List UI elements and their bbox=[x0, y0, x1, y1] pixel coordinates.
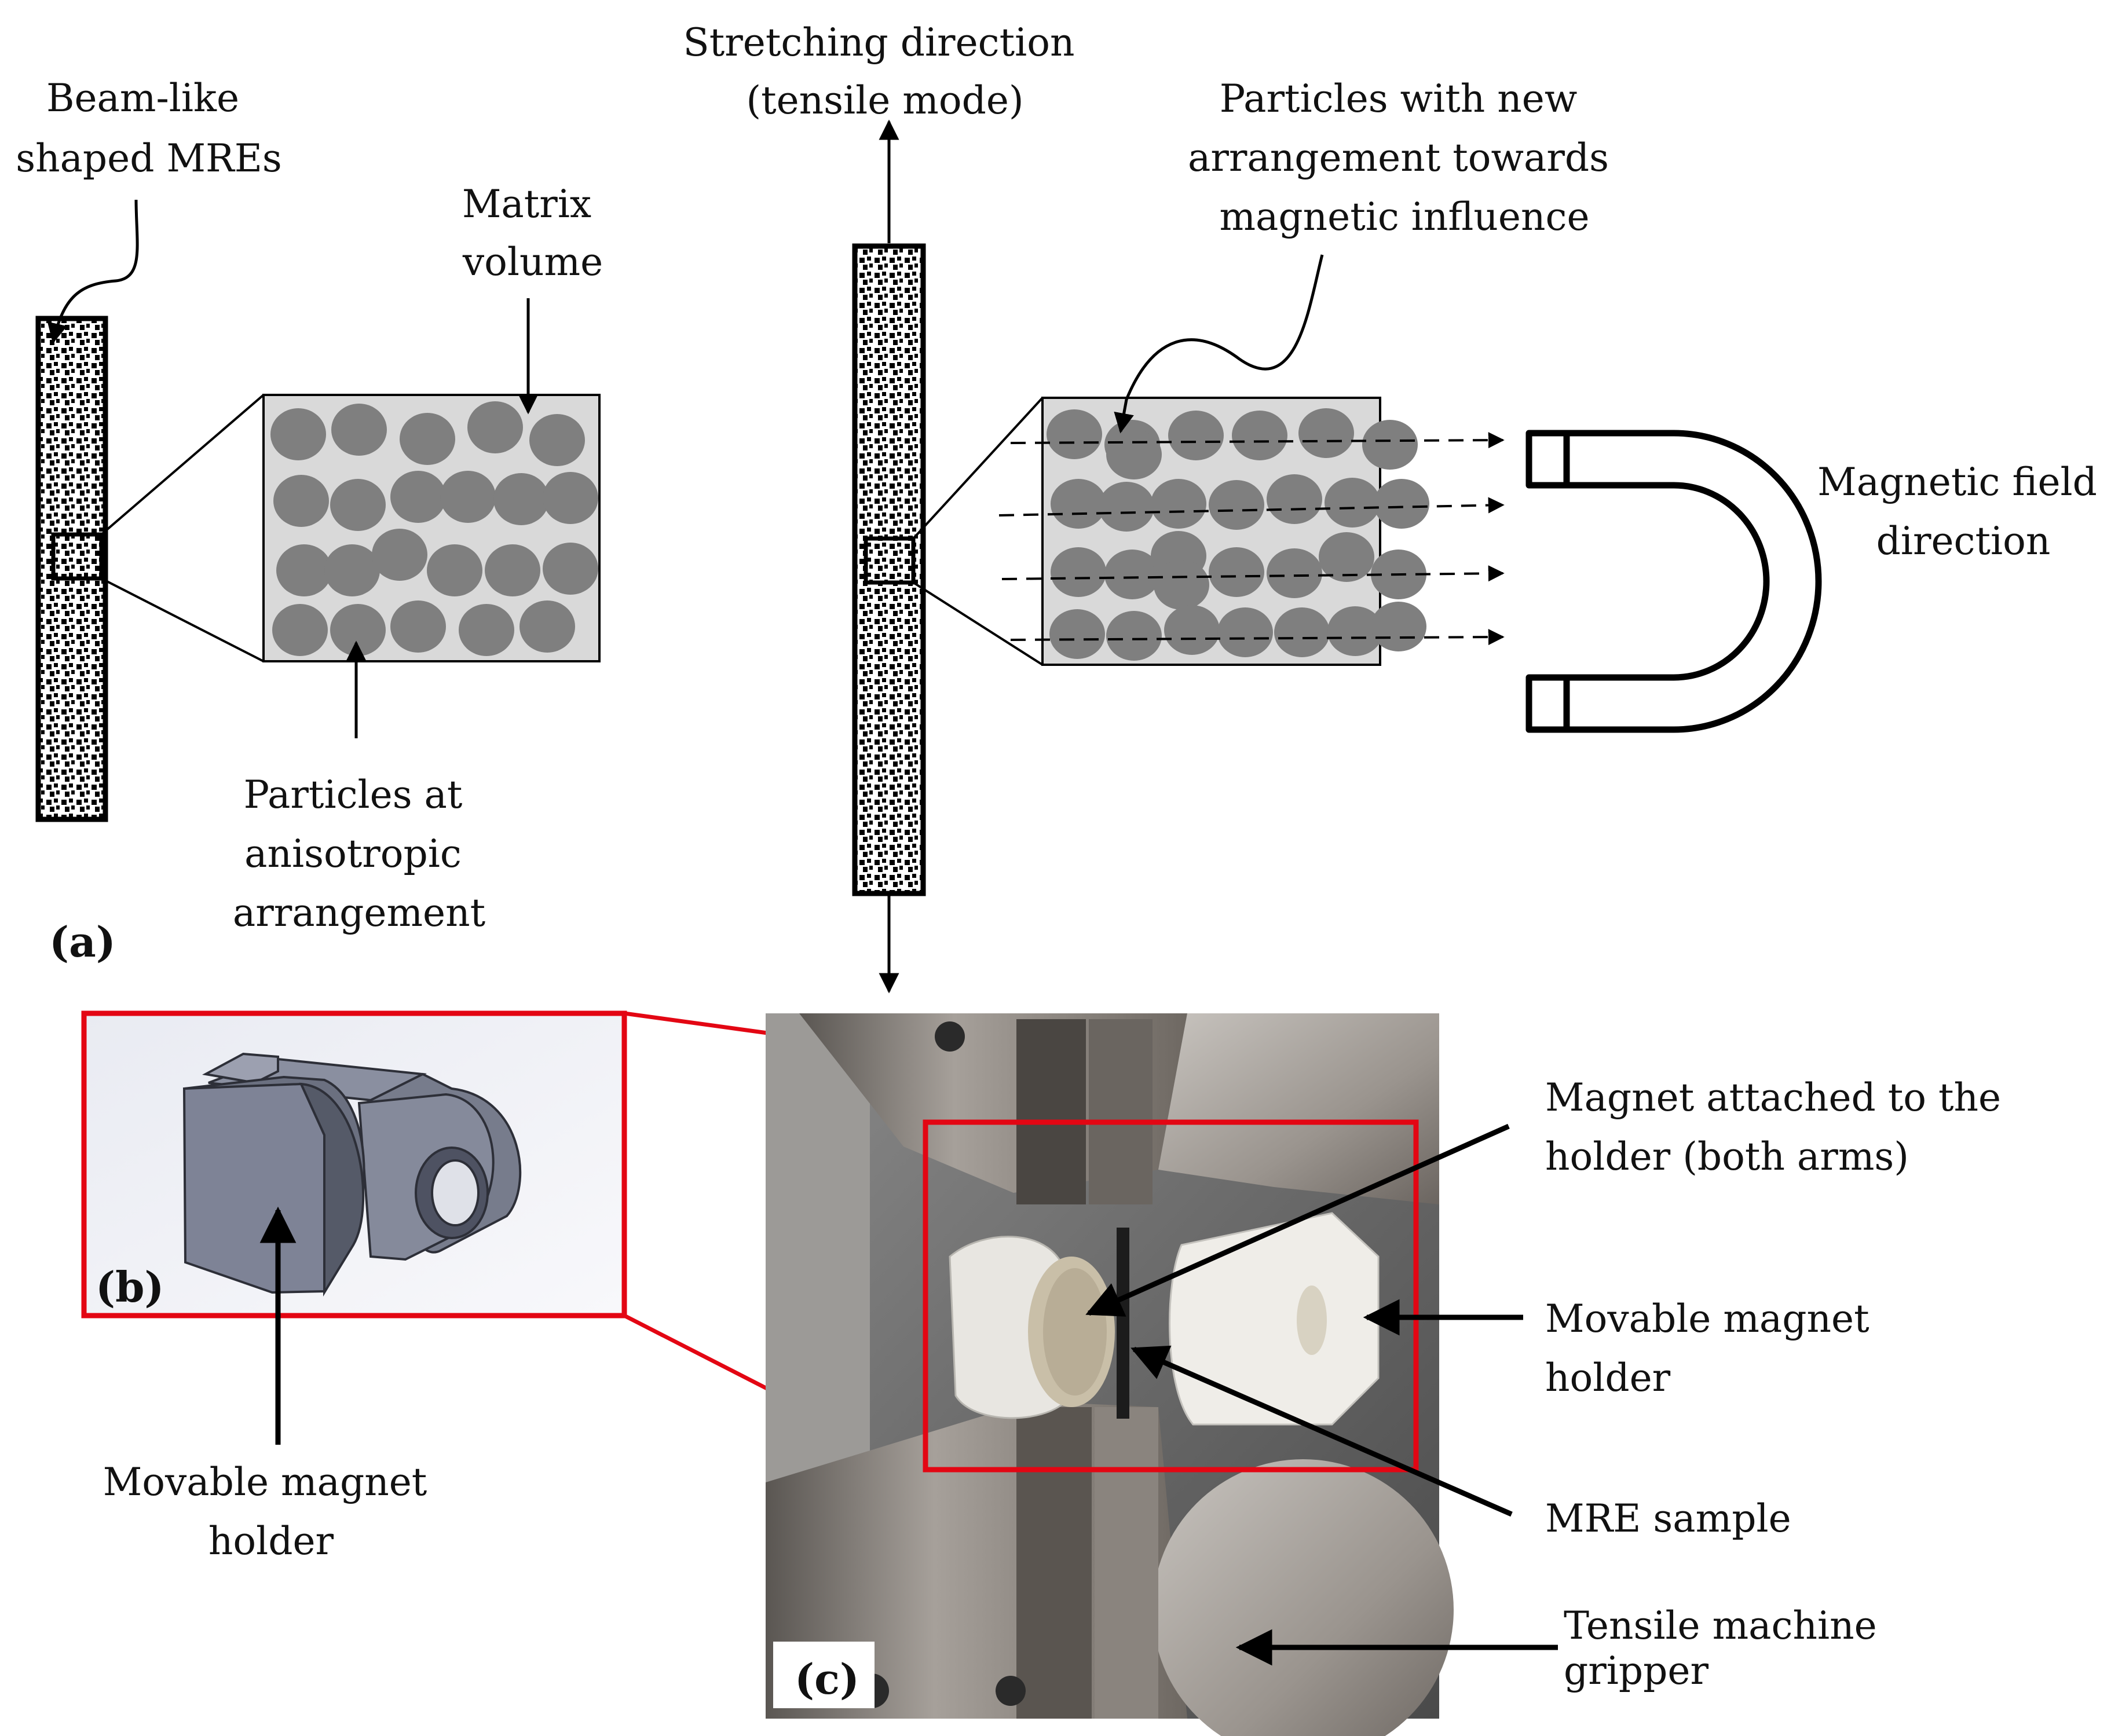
zoom-marker-left bbox=[51, 532, 104, 581]
particle bbox=[529, 414, 585, 466]
beam-label: Beam-like shaped MREs bbox=[16, 76, 282, 181]
particle bbox=[1319, 532, 1374, 582]
tensile-test-photo bbox=[766, 1013, 1454, 1736]
particle bbox=[1274, 607, 1330, 657]
particles-anisotropic bbox=[270, 401, 598, 656]
particle bbox=[273, 475, 329, 527]
panel-b: (b) Movable magnet holder bbox=[81, 1010, 1417, 1563]
movable-magnet-holder-cad bbox=[182, 1052, 522, 1297]
particle bbox=[1232, 411, 1287, 460]
field-arrow bbox=[1001, 565, 1505, 582]
particle bbox=[1151, 479, 1206, 529]
particle bbox=[272, 604, 328, 656]
particle bbox=[1362, 420, 1418, 470]
particle bbox=[1047, 409, 1102, 459]
particle bbox=[324, 544, 380, 596]
particle bbox=[543, 543, 598, 595]
zoom-region-box bbox=[923, 1119, 1419, 1473]
magnet-attached-label: Magnet attached to the holder (both arms… bbox=[1545, 1075, 2013, 1179]
panel-b-tag: (b) bbox=[96, 1262, 164, 1312]
stretching-direction-label: Stretching direction (tensile mode) bbox=[683, 20, 1087, 123]
particle bbox=[440, 471, 496, 523]
particle bbox=[1327, 606, 1383, 656]
particle bbox=[519, 600, 575, 653]
panel-c: (c) Magnet attached to the holder (both … bbox=[766, 1013, 2013, 1736]
mre-beam-left bbox=[35, 316, 108, 822]
gripper-label: Tensile machine gripper bbox=[1564, 1603, 1889, 1693]
field-arrow bbox=[1010, 432, 1505, 449]
panel-a-right: Stretching direction (tensile mode) Magn… bbox=[683, 20, 2109, 994]
particle bbox=[1049, 609, 1105, 659]
particle bbox=[1154, 560, 1209, 610]
particles-label: Particles at anisotropic arrangement bbox=[233, 772, 485, 935]
field-arrow bbox=[1010, 629, 1505, 646]
particle bbox=[427, 544, 482, 596]
zoom-line bbox=[912, 581, 1044, 666]
particle bbox=[1164, 605, 1220, 655]
particle bbox=[1325, 478, 1380, 528]
new-arrangement-arrow bbox=[1114, 254, 1324, 434]
particle bbox=[543, 472, 598, 524]
particle bbox=[1051, 479, 1106, 529]
panel-c-tag: (c) bbox=[795, 1654, 859, 1704]
particle bbox=[1106, 430, 1162, 479]
particle bbox=[485, 544, 540, 596]
particle bbox=[1209, 480, 1264, 530]
holder-label-c: Movable magnet holder bbox=[1545, 1296, 1882, 1400]
panel-a-left: Beam-like shaped MREs Matrix volume Part… bbox=[16, 76, 603, 966]
panel-a-tag: (a) bbox=[49, 917, 116, 966]
mre-sample-label: MRE sample bbox=[1545, 1496, 1791, 1541]
particle bbox=[276, 544, 332, 596]
field-arrow bbox=[998, 497, 1505, 517]
particle bbox=[1374, 479, 1429, 529]
particle bbox=[400, 413, 455, 465]
particles-aligned-chains bbox=[1047, 408, 1429, 661]
horseshoe-magnet-icon bbox=[1525, 430, 1822, 733]
particle bbox=[493, 473, 549, 525]
new-arrangement-label: Particles with new arrangement towards m… bbox=[1188, 76, 1621, 239]
beam-pointer-arrow bbox=[47, 199, 139, 344]
magnetic-field-label: Magnetic field direction bbox=[1817, 460, 2109, 563]
particle bbox=[1104, 550, 1160, 599]
particle bbox=[372, 529, 427, 581]
particle bbox=[330, 604, 386, 656]
particle bbox=[390, 471, 446, 523]
particle bbox=[330, 479, 386, 531]
particle bbox=[1298, 408, 1354, 458]
particle bbox=[1099, 482, 1154, 532]
particle bbox=[467, 401, 523, 453]
holder-label-b: Movable magnet holder bbox=[103, 1460, 440, 1563]
particle bbox=[459, 604, 514, 656]
particle bbox=[1267, 474, 1322, 524]
particle bbox=[1051, 547, 1106, 597]
particle bbox=[1267, 548, 1322, 598]
particle bbox=[1106, 611, 1162, 661]
zoom-marker-right bbox=[864, 536, 916, 585]
zoom-line bbox=[100, 394, 265, 536]
particle bbox=[1217, 607, 1273, 657]
zoom-line bbox=[101, 577, 264, 662]
zoom-line bbox=[912, 397, 1044, 540]
particle bbox=[331, 404, 387, 456]
particle bbox=[1168, 411, 1224, 460]
particle bbox=[1209, 547, 1264, 597]
matrix-volume-label: Matrix volume bbox=[462, 182, 603, 284]
magnet-pointer-arrow bbox=[1085, 1123, 1510, 1317]
particle bbox=[1371, 602, 1426, 651]
particle bbox=[390, 600, 446, 653]
sample-pointer-arrow bbox=[1130, 1345, 1513, 1517]
particle bbox=[270, 408, 326, 460]
panel-c-tag-bg bbox=[773, 1642, 875, 1708]
